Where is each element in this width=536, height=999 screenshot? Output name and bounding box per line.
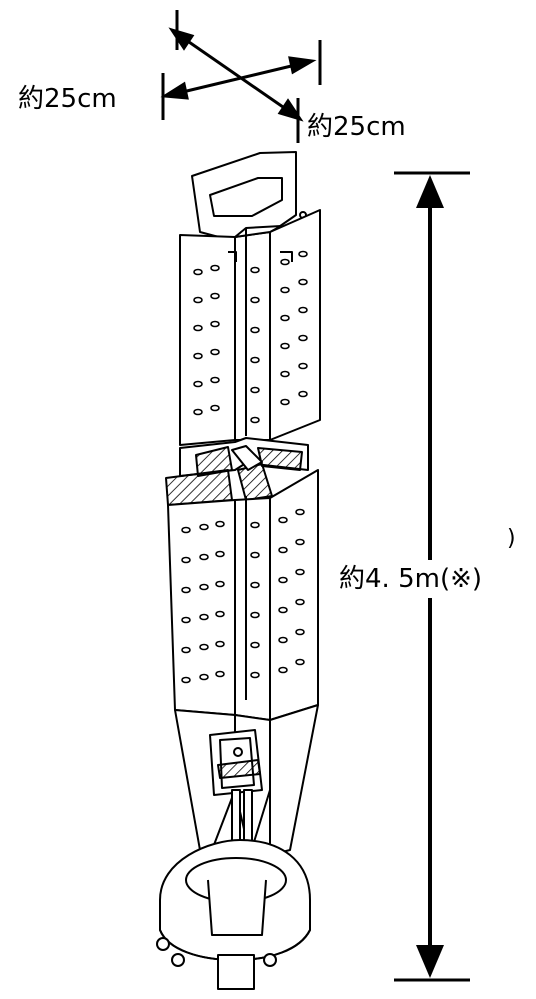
arrowhead xyxy=(160,81,189,100)
height-label: 約4. 5m(※) xyxy=(339,560,483,598)
upper-section xyxy=(179,209,321,446)
arrowhead xyxy=(168,27,195,51)
fuel-assembly-drawing xyxy=(156,151,321,990)
lower-tie-plate xyxy=(174,704,319,881)
arrowhead-down xyxy=(416,945,444,978)
lower-section xyxy=(167,469,319,721)
arrowhead xyxy=(288,56,317,75)
nosepiece xyxy=(156,839,311,990)
width-dimension-group xyxy=(160,10,322,143)
cut-off-label-fragment: ) xyxy=(507,526,516,551)
arrowhead-up xyxy=(416,175,444,208)
width-dimension-line-b xyxy=(175,31,297,118)
width-label-right: 約25cm xyxy=(307,112,406,142)
width-dimension-line-a xyxy=(169,60,309,97)
arrowhead xyxy=(277,98,304,122)
spacer-grid xyxy=(165,437,309,506)
rod-holes xyxy=(181,250,308,684)
width-label-left: 約25cm xyxy=(18,84,117,114)
